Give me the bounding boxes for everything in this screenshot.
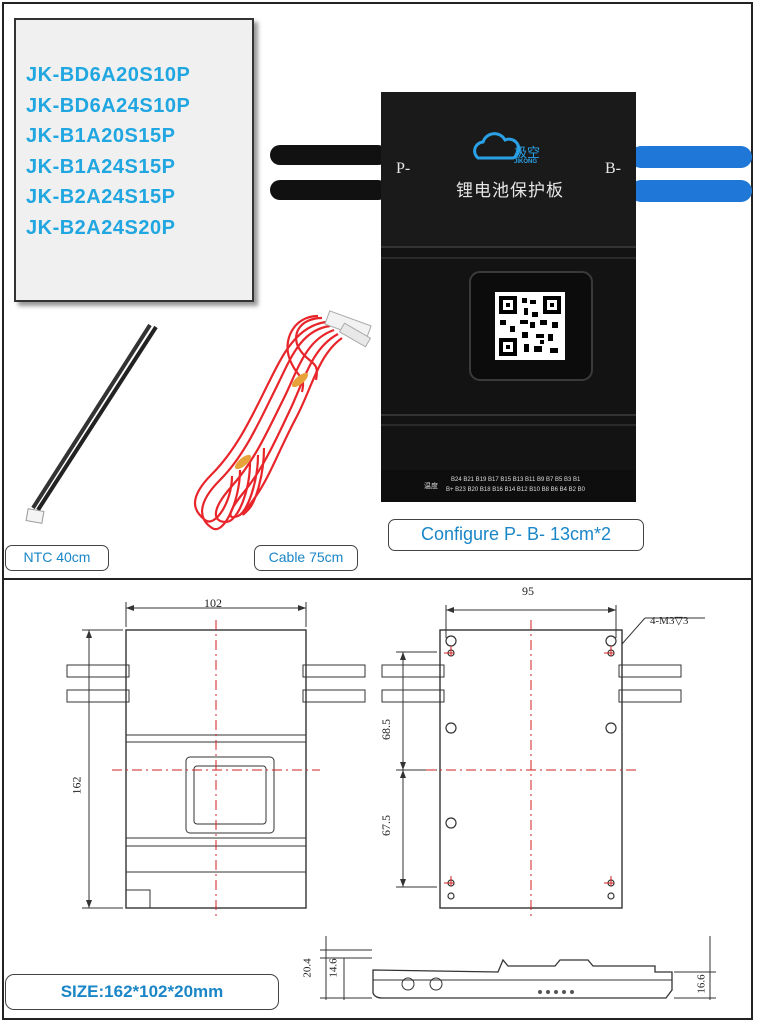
p-minus-label: P- <box>396 160 411 177</box>
size-caption: SIZE:162*102*20mm <box>5 974 279 1010</box>
pin-label-cn: 温度 <box>424 482 438 490</box>
model-item: JK-B2A24S15P <box>26 186 176 208</box>
pin-row-1: B24 B21 B19 B17 B15 B13 B11 B9 B7 B5 B3 … <box>451 477 581 483</box>
technical-drawing <box>66 602 716 1000</box>
ntc-caption: NTC 40cm <box>5 545 109 571</box>
side-right-label: 16.6 <box>695 974 708 994</box>
brand-name-en: JIKONG <box>514 159 538 165</box>
b-wire-lower <box>630 180 752 202</box>
hole-spec-label: 4-M3▽3 <box>650 615 689 627</box>
side-view-outline <box>372 958 673 999</box>
b-minus-label: B- <box>605 160 621 177</box>
configure-caption: Configure P- B- 13cm*2 <box>388 519 644 551</box>
product-photo <box>25 92 752 531</box>
model-item: JK-B1A24S15P <box>26 155 176 178</box>
back-width-label: 95 <box>522 584 534 598</box>
cloud-logo-icon <box>473 132 521 160</box>
b-wire-upper <box>630 146 752 168</box>
p-wire-upper <box>270 145 388 165</box>
board-title-cn: 锂电池保护板 <box>456 181 564 201</box>
lower-spacing-label: 67.5 <box>379 815 393 836</box>
ntc-sensor-icon <box>25 323 158 524</box>
red-cable-bundle <box>193 314 343 531</box>
model-item: JK-B1A20S15P <box>26 125 176 147</box>
side-body-label: 14.6 <box>327 958 340 978</box>
front-height-label: 162 <box>69 776 84 795</box>
p-wire-lower <box>270 180 388 200</box>
pin-row-2: B+ B23 B20 B18 B16 B14 B12 B10 B8 B6 B4 … <box>446 487 585 493</box>
section-divider <box>4 578 753 580</box>
side-total-label: 20.4 <box>301 958 314 978</box>
cable-caption: Cable 75cm <box>254 545 358 571</box>
upper-spacing-label: 68.5 <box>379 719 393 740</box>
model-list-panel: JK-BD6A20S10P JK-BD6A24S10P JK-B1A20S15P… <box>14 18 254 302</box>
model-item: JK-BD6A24S10P <box>26 94 191 117</box>
front-width-label: 102 <box>204 596 222 610</box>
brand-name-cn: 极空 <box>514 146 541 161</box>
model-item: JK-B2A24S20P <box>26 216 176 239</box>
model-item: JK-BD6A20S10P <box>26 64 191 86</box>
